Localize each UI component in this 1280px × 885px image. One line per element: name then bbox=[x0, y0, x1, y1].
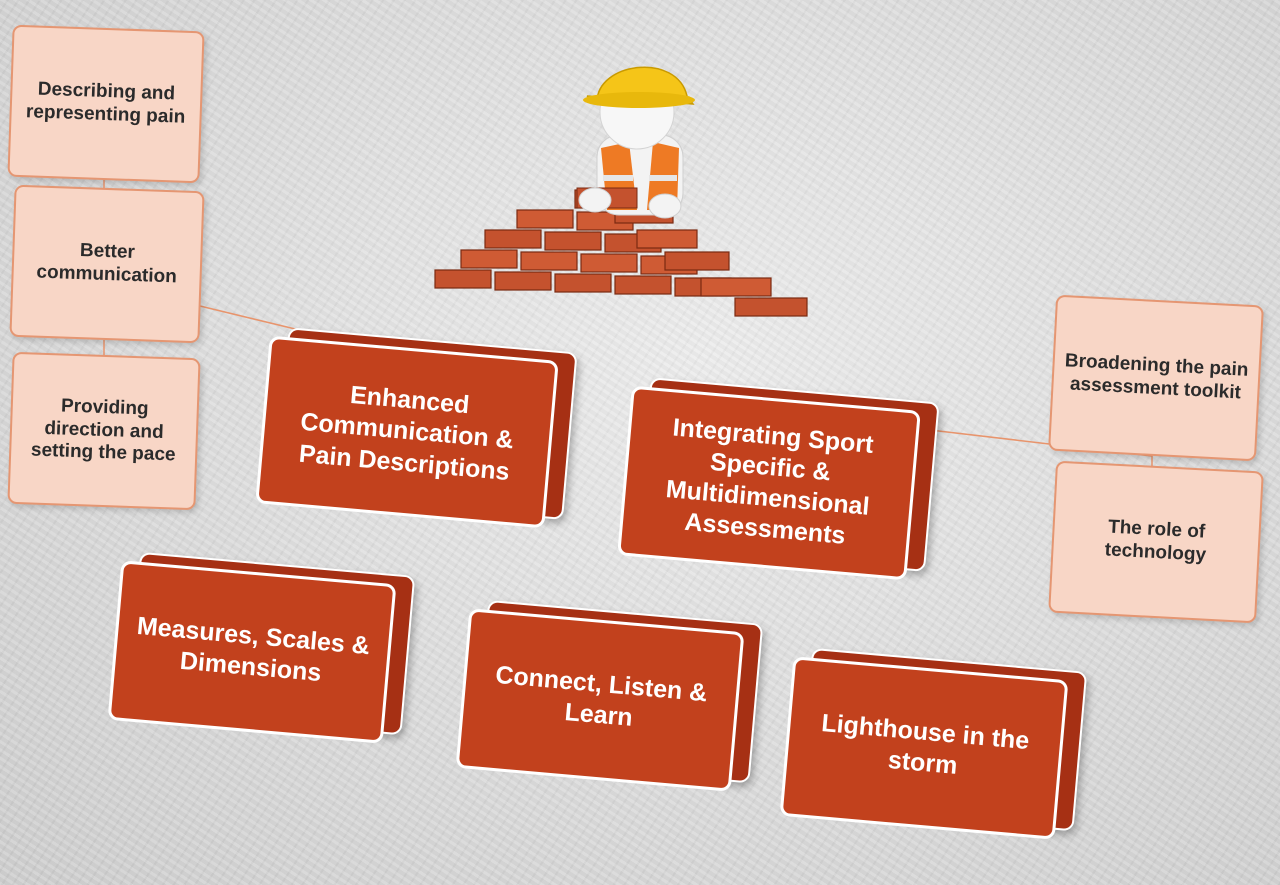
construction-worker-icon bbox=[434, 66, 808, 317]
side-box-broadening-toolkit: Broadening the pain assessment toolkit bbox=[1048, 294, 1264, 462]
block-front-face: Enhanced Communication & Pain Descriptio… bbox=[255, 335, 559, 529]
side-box-describing-pain: Describing and representing pain bbox=[7, 24, 205, 184]
side-box-providing-direction: Providing direction and setting the pace bbox=[7, 351, 201, 511]
block-label: Measures, Scales & Dimensions bbox=[135, 611, 371, 688]
block-label: Connect, Listen & Learn bbox=[494, 660, 709, 732]
block-label: Integrating Sport Specific & Multidimens… bbox=[664, 412, 875, 551]
block-lighthouse-in-the-storm: Lighthouse in the storm bbox=[779, 647, 1088, 840]
block-front-face: Lighthouse in the storm bbox=[779, 656, 1069, 840]
block-connect-listen-learn: Connect, Listen & Learn bbox=[455, 599, 764, 792]
side-box-label: Broadening the pain assessment toolkit bbox=[1064, 350, 1249, 404]
side-box-better-communication: Better communication bbox=[9, 184, 205, 344]
block-measures-scales: Measures, Scales & Dimensions bbox=[107, 551, 416, 744]
side-box-label: Describing and representing pain bbox=[25, 78, 186, 128]
block-label: Lighthouse in the storm bbox=[820, 708, 1031, 780]
side-box-label: The role of technology bbox=[1104, 516, 1207, 566]
side-box-label: Better communication bbox=[36, 240, 178, 288]
side-box-role-of-technology: The role of technology bbox=[1048, 460, 1264, 624]
block-front-face: Connect, Listen & Learn bbox=[455, 608, 745, 792]
block-integrating-sport-specific: Integrating Sport Specific & Multidimens… bbox=[617, 377, 940, 581]
side-box-label: Providing direction and setting the pace bbox=[30, 395, 176, 466]
block-front-face: Integrating Sport Specific & Multidimens… bbox=[617, 385, 921, 581]
block-enhanced-communication: Enhanced Communication & Pain Descriptio… bbox=[255, 327, 578, 529]
block-label: Enhanced Communication & Pain Descriptio… bbox=[297, 381, 515, 486]
block-front-face: Measures, Scales & Dimensions bbox=[107, 560, 397, 744]
brick-wall-icon bbox=[434, 189, 808, 317]
worker-figure-icon bbox=[576, 66, 695, 219]
